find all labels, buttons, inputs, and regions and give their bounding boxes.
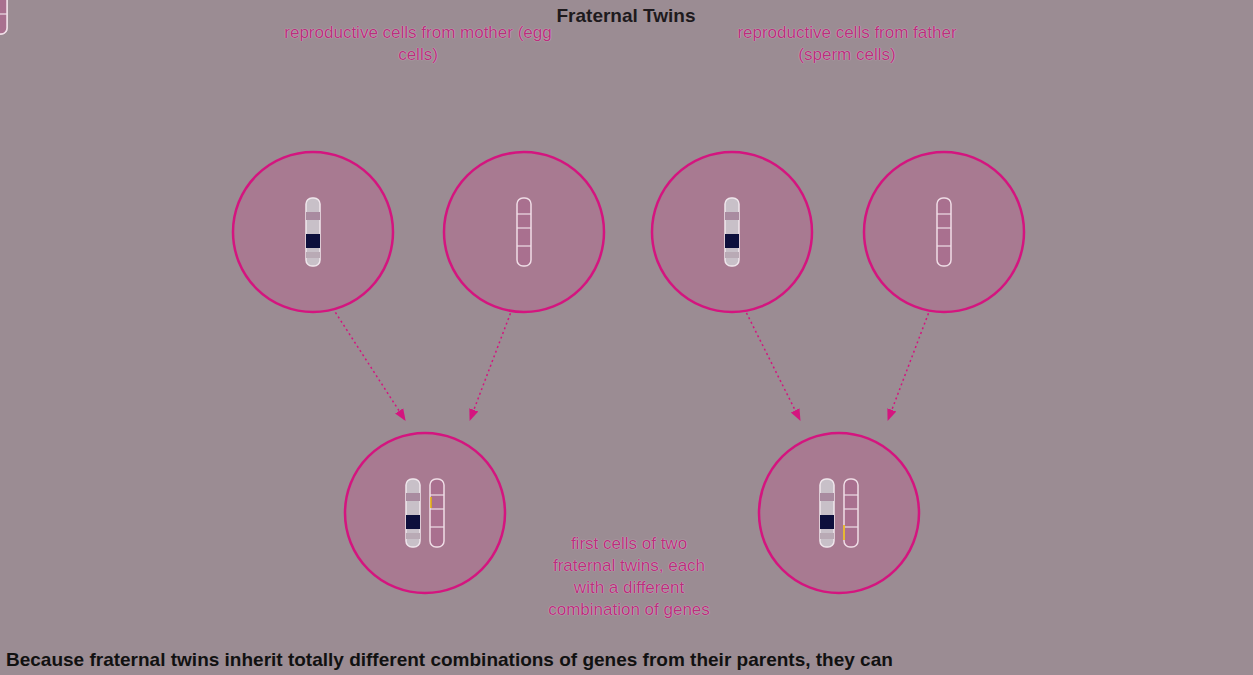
gene-mark xyxy=(430,497,432,508)
caption: Because fraternal twins inherit totally … xyxy=(6,648,1246,673)
chromosome xyxy=(0,0,7,34)
chromosome xyxy=(0,0,7,34)
note-label: first cells of two fraternal twins, each… xyxy=(538,533,720,621)
transfer-arrows xyxy=(330,304,932,420)
cell-circles xyxy=(233,152,1024,593)
group-label: reproductive cells from mother (egg cell… xyxy=(283,22,553,66)
gene-mark xyxy=(843,525,845,540)
group-label: reproductive cells from father (sperm ce… xyxy=(712,22,982,66)
